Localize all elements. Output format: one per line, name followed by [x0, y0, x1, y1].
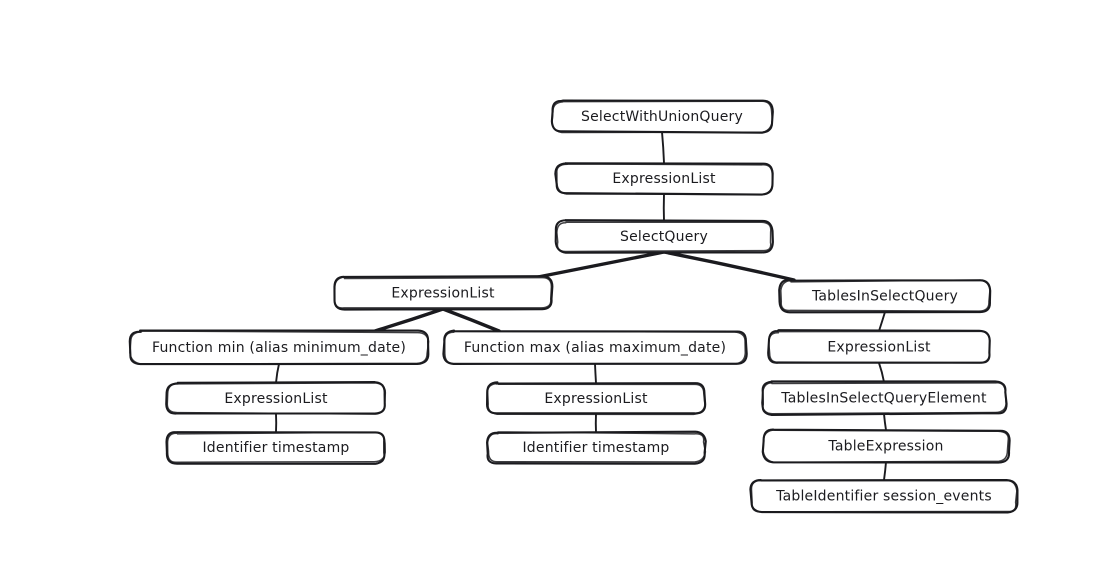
node-label: TablesInSelectQuery [811, 289, 958, 305]
tree-node[interactable]: ExpressionList [767, 329, 991, 364]
node-label: ExpressionList [224, 391, 328, 407]
tree-edge [878, 362, 885, 383]
node-outline-sketch-stroke [762, 429, 1010, 464]
node-outline-sketch-stroke [551, 100, 774, 134]
tree-edge-sketch-stroke [443, 309, 501, 333]
node-outline-sketch-stroke [486, 431, 707, 463]
node-layer: SelectWithUnionQueryExpressionListSelect… [128, 99, 1019, 514]
tree-edge [661, 131, 665, 164]
tree-edge [883, 413, 887, 431]
tree-node[interactable]: Function min (alias minimum_date) [128, 329, 430, 366]
node-label: ExpressionList [544, 391, 648, 407]
edge-layer [275, 131, 887, 481]
node-label: TablesInSelectQueryElement [780, 391, 987, 407]
node-outline-sketch-stroke [333, 276, 553, 309]
tree-node[interactable]: TablesInSelectQuery [778, 279, 992, 314]
node-outline-sketch-stroke [166, 382, 387, 415]
tree-edge [373, 307, 445, 333]
node-label: TableIdentifier session_events [775, 489, 992, 505]
node-outline-sketch-stroke [486, 382, 706, 416]
tree-edge-sketch-stroke [538, 252, 666, 279]
tree-node[interactable]: Identifier timestamp [165, 431, 386, 465]
tree-edge [536, 250, 666, 279]
tree-node[interactable]: SelectWithUnionQuery [550, 99, 774, 134]
node-label: SelectWithUnionQuery [581, 109, 743, 125]
node-label: SelectQuery [620, 229, 708, 245]
tree-node[interactable]: TablesInSelectQueryElement [761, 380, 1008, 416]
node-outline-sketch-stroke [556, 163, 774, 196]
tree-node[interactable]: ExpressionList [554, 162, 774, 196]
tree-node[interactable]: Identifier timestamp [486, 430, 707, 465]
tree-node[interactable]: ExpressionList [486, 381, 707, 416]
node-label: TableExpression [827, 439, 943, 455]
tree-edge [594, 363, 597, 384]
node-outline-sketch-stroke [444, 330, 747, 365]
node-label: Function min (alias minimum_date) [152, 340, 406, 356]
node-label: Identifier timestamp [202, 440, 349, 456]
tree-edge [878, 311, 886, 332]
node-label: ExpressionList [827, 340, 931, 356]
node-outline-sketch-stroke [767, 330, 991, 364]
tree-node[interactable]: Function max (alias maximum_date) [442, 329, 748, 365]
tree-node[interactable]: ExpressionList [165, 381, 387, 415]
tree-edge-sketch-stroke [375, 309, 445, 333]
node-outline [486, 430, 707, 465]
tree-node[interactable]: ExpressionList [333, 275, 554, 311]
node-label: ExpressionList [391, 286, 495, 302]
tree-node[interactable]: TableExpression [761, 428, 1011, 464]
tree-edge-sketch-stroke [664, 252, 796, 282]
node-label: ExpressionList [612, 171, 716, 187]
node-outline-sketch-stroke [556, 221, 772, 253]
node-outline-sketch-stroke [750, 479, 1018, 513]
node-outline-sketch-stroke [780, 279, 991, 312]
node-label: Function max (alias maximum_date) [464, 340, 726, 356]
node-outline-sketch-stroke [761, 382, 1007, 415]
tree-node[interactable]: SelectQuery [554, 219, 774, 254]
node-outline-sketch-stroke [166, 431, 386, 463]
node-outline [554, 219, 774, 254]
tree-edge [883, 461, 887, 481]
node-outline-sketch-stroke [129, 330, 430, 365]
tree-edge [275, 363, 280, 384]
node-label: Identifier timestamp [522, 440, 669, 456]
tree-node[interactable]: TableIdentifier session_events [749, 478, 1019, 514]
